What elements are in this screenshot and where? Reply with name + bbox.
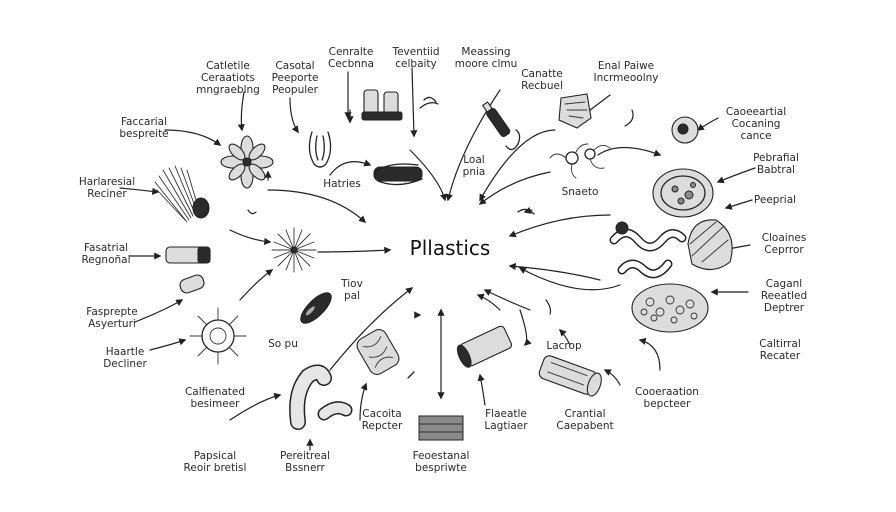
pellet-icon — [179, 274, 205, 294]
arrow — [229, 229, 272, 246]
arrow — [523, 206, 533, 214]
arrow — [545, 299, 552, 315]
label: Teventiid celbaity — [392, 46, 440, 70]
capsule-icon — [165, 246, 211, 264]
wavy-strand-icon — [609, 221, 687, 279]
label: Cooeraation bepcteer — [635, 386, 699, 410]
arrow — [597, 146, 662, 157]
arrow — [558, 328, 571, 346]
arrow — [724, 199, 753, 210]
label: Caganl Reeatled Deptrer — [760, 278, 808, 314]
label: Haartle Decliner — [103, 346, 147, 370]
arrow — [479, 129, 556, 202]
label: Harlaresial Reciner — [78, 176, 136, 200]
arrow — [229, 392, 282, 421]
label: Faccarial bespreite — [119, 116, 169, 140]
small-squiggle-icon — [407, 96, 535, 379]
label: Catletile Ceraatiots mngraeblng — [196, 60, 260, 96]
arrow — [134, 299, 184, 323]
label: Pebrafial Babtral — [753, 152, 799, 176]
arrow — [519, 309, 532, 347]
colony-disc-icon — [652, 168, 714, 218]
label: Caltirral Recater — [759, 338, 801, 362]
arrow — [508, 214, 611, 238]
curved-tube-icon — [289, 364, 353, 430]
arrow — [289, 97, 299, 134]
arrow — [419, 102, 439, 109]
cylinder-icon — [456, 325, 513, 368]
arrow — [239, 269, 274, 301]
arrow — [409, 149, 448, 202]
connector-arrows — [119, 67, 756, 451]
starburst-icon — [271, 227, 317, 273]
fragment-icon — [558, 93, 592, 129]
arrow — [329, 159, 372, 176]
arrow — [508, 262, 601, 281]
label: Meassing moore clmu — [454, 46, 518, 70]
arrow — [476, 293, 501, 311]
center-label: Pllastics — [409, 236, 491, 260]
label: Loal pnia — [462, 154, 486, 178]
label: Papsical Reoir bretisl — [183, 450, 247, 474]
label: Pereitreal Bssnerr — [280, 450, 330, 474]
sphere-icon — [671, 116, 699, 144]
label: Enal Paiwe Incrmeoolny — [593, 60, 659, 84]
textile-square-icon — [418, 415, 464, 441]
label: Tiov pal — [341, 278, 363, 302]
twin-blocks-icon — [361, 89, 403, 121]
arrow — [716, 167, 756, 184]
arrow — [247, 209, 257, 215]
label: Fasatrial Regnoñal — [81, 242, 131, 266]
label: Crantial Caepabent — [556, 408, 614, 432]
cage-capsule-icon — [356, 329, 400, 375]
cable-bundle-icon — [373, 163, 423, 186]
label: Cenralte Cecbnna — [328, 46, 374, 70]
arrow — [329, 287, 414, 371]
arrow — [696, 117, 719, 131]
label: Cloaines Ceprror — [761, 232, 807, 256]
straw-bundle-icon — [154, 165, 210, 223]
label: Casotal Peeporte Peopuler — [271, 60, 319, 96]
arrow — [149, 338, 187, 351]
clip-specimen-icon — [308, 131, 332, 168]
arrow — [445, 89, 501, 202]
label: Peeprial — [753, 194, 797, 206]
vial-icon — [481, 101, 511, 138]
label: Caoeeartial Cocaning cance — [725, 106, 787, 142]
arrow — [359, 382, 368, 421]
label: Feoestanal bespriwte — [412, 450, 470, 474]
arrow — [119, 187, 160, 195]
arrow — [483, 289, 531, 311]
sponge-cluster-icon — [631, 283, 709, 333]
arrow — [267, 189, 367, 223]
hook-icon — [505, 129, 521, 151]
arrow — [603, 369, 621, 386]
label: Lacrop — [546, 340, 582, 352]
label: Hatries — [323, 178, 361, 190]
label: Flaeatle Lagtiaer — [484, 408, 528, 432]
flower-specimen-icon — [220, 135, 274, 189]
arrow — [638, 337, 661, 371]
label: Fasprepte Asyerturi — [86, 306, 138, 330]
label: Cacoita Repcter — [361, 408, 403, 432]
label: So pu — [268, 338, 298, 350]
arrow — [164, 129, 222, 146]
leaf-shell-icon — [687, 219, 733, 271]
label: Snaeto — [561, 186, 599, 198]
log-segment-icon — [538, 355, 602, 397]
arrow — [410, 67, 418, 138]
arrow — [477, 373, 486, 406]
arrow — [317, 246, 392, 254]
cell-network-icon — [549, 143, 611, 179]
arrow — [237, 91, 245, 132]
radial-diatom-icon — [189, 307, 247, 365]
label: Canatte Recbuel — [521, 68, 563, 92]
label: Calfienated besimeer — [184, 386, 246, 410]
seed-icon — [300, 292, 332, 324]
arrow — [518, 267, 621, 291]
arrow — [624, 109, 634, 127]
